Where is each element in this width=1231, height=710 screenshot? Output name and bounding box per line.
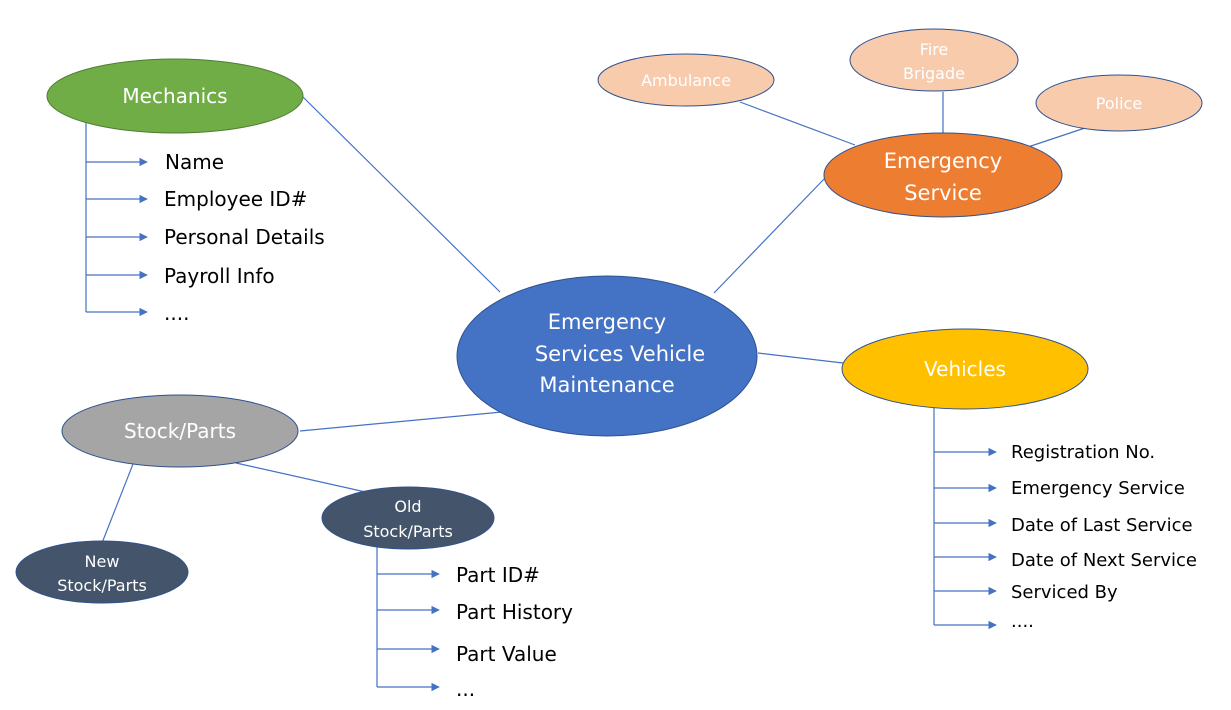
police-ellipse <box>1035 74 1203 132</box>
connector-center-vehicles <box>757 352 844 364</box>
connector-center-stock <box>299 411 503 432</box>
vehicles-item: Emergency Service <box>1011 478 1185 499</box>
old-stock-item: Part ID# <box>456 563 540 587</box>
stock-parts-ellipse <box>61 394 299 468</box>
connector-emergency-police <box>1027 127 1086 148</box>
center-label-line2: Services Vehicle <box>535 342 705 366</box>
node-stock-parts: Stock/Parts <box>61 394 299 468</box>
mechanics-list: Name Employee ID# Personal Details Payro… <box>85 123 325 325</box>
vehicles-item: .... <box>1011 611 1034 632</box>
vehicles-item: Serviced By <box>1011 582 1118 603</box>
center-label-line3: Maintenance <box>539 373 674 397</box>
node-emergency-service: Emergency Service <box>823 132 1063 218</box>
emergency-service-label-line1: Emergency <box>884 149 1002 173</box>
vehicles-item: Date of Last Service <box>1011 515 1193 536</box>
vehicles-list: Registration No. Emergency Service Date … <box>933 408 1197 632</box>
old-stock-item: Part Value <box>456 642 557 666</box>
emergency-service-ellipse <box>823 132 1063 218</box>
connector-emergency-ambulance <box>739 101 856 146</box>
node-vehicles: Vehicles <box>841 328 1089 410</box>
old-stock-item: ... <box>456 677 475 701</box>
connector-center-mechanics <box>302 96 501 293</box>
new-stock-parts-label-line2: Stock/Parts <box>57 576 147 595</box>
old-stock-parts-ellipse <box>321 486 495 550</box>
vehicles-item: Date of Next Service <box>1011 550 1197 571</box>
old-stock-list: Part ID# Part History Part Value ... <box>376 547 573 701</box>
mechanics-item: Payroll Info <box>164 264 275 288</box>
connector-stock-old <box>235 462 371 494</box>
police-label: Police <box>1096 94 1142 113</box>
new-stock-parts-ellipse <box>15 540 189 604</box>
mechanics-item: .... <box>164 301 189 325</box>
center-label-line1: Emergency <box>548 310 666 334</box>
mechanics-item: Personal Details <box>164 225 325 249</box>
node-old-stock-parts: Old Stock/Parts <box>321 486 495 550</box>
connector-stock-new <box>101 463 134 544</box>
new-stock-parts-label-line1: New <box>85 552 120 571</box>
connectors <box>101 92 1086 544</box>
node-ambulance: Ambulance <box>597 53 775 107</box>
mechanics-ellipse <box>46 58 304 134</box>
mechanics-item: Employee ID# <box>164 187 307 211</box>
fire-brigade-label-line1: Fire <box>920 40 949 59</box>
center-ellipse <box>456 275 758 437</box>
old-stock-parts-label-line1: Old <box>394 497 421 516</box>
node-police: Police <box>1035 74 1203 132</box>
ambulance-label: Ambulance <box>641 71 731 90</box>
node-new-stock-parts: New Stock/Parts <box>15 540 189 604</box>
ambulance-ellipse <box>597 53 775 107</box>
node-center: Emergency Services Vehicle Maintenance <box>456 275 758 437</box>
fire-brigade-ellipse <box>849 28 1019 92</box>
vehicles-ellipse <box>841 328 1089 410</box>
old-stock-item: Part History <box>456 600 573 624</box>
node-mechanics: Mechanics <box>46 58 304 134</box>
vehicles-label: Vehicles <box>924 357 1006 381</box>
mechanics-item: Name <box>165 150 224 174</box>
old-stock-parts-label-line2: Stock/Parts <box>363 522 453 541</box>
connector-center-emergency <box>713 176 827 294</box>
mechanics-label: Mechanics <box>122 84 227 108</box>
stock-parts-label: Stock/Parts <box>124 419 236 443</box>
fire-brigade-label-line2: Brigade <box>903 64 965 83</box>
node-fire-brigade: Fire Brigade <box>849 28 1019 92</box>
vehicles-item: Registration No. <box>1011 442 1155 463</box>
emergency-service-label-line2: Service <box>904 181 982 205</box>
